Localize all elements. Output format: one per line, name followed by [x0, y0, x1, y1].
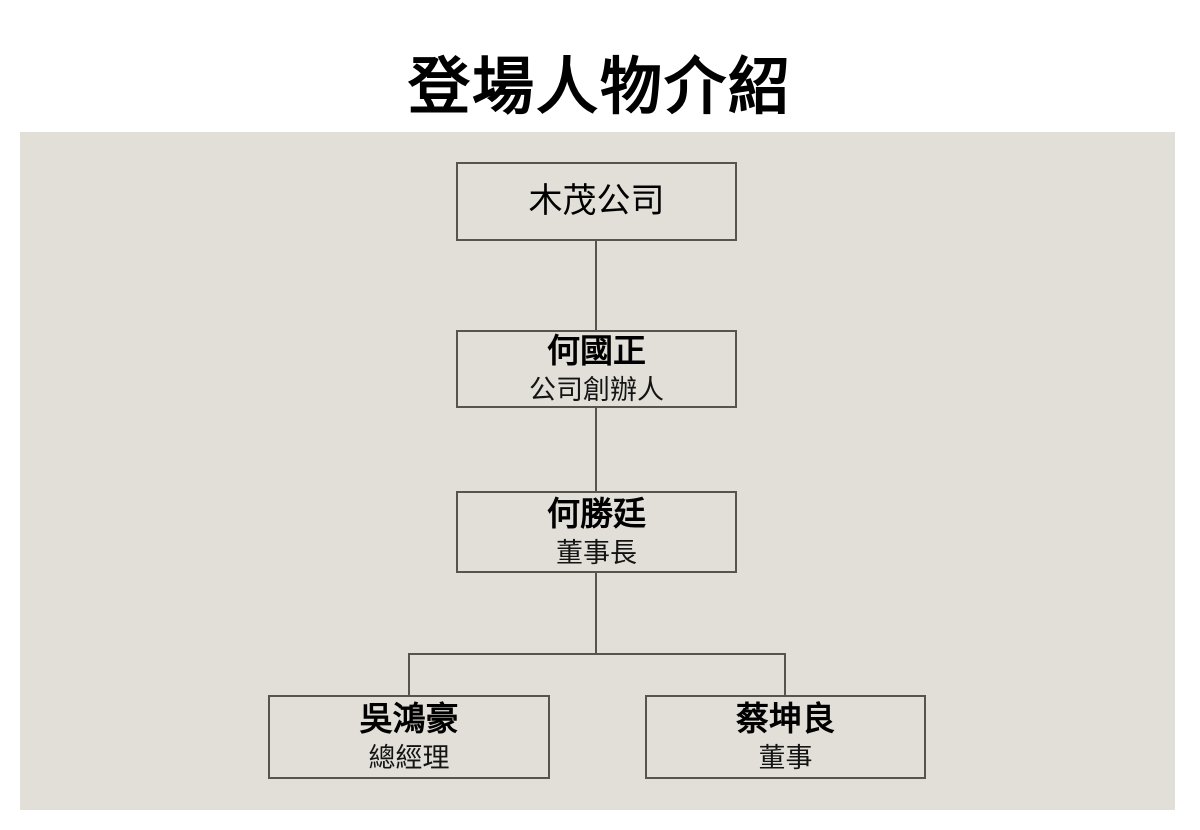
connector-rail-director [784, 653, 786, 697]
org-node-gm-role: 總經理 [368, 742, 450, 773]
connector-company-founder [595, 239, 597, 332]
connector-chairman-stem [595, 571, 597, 655]
org-chart-panel: 木茂公司 何國正 公司創辦人 何勝廷 董事長 吳鴻豪 總經理 蔡坤良 董事 [20, 132, 1175, 810]
org-node-chairman-role: 董事長 [556, 537, 637, 568]
org-node-founder-role: 公司創辦人 [529, 374, 664, 405]
org-node-gm-name: 吳鴻豪 [359, 700, 459, 737]
org-node-company-name: 木茂公司 [528, 181, 665, 220]
org-node-company: 木茂公司 [456, 162, 737, 241]
org-node-director: 蔡坤良 董事 [645, 695, 926, 779]
page-title: 登場人物介紹 [407, 53, 792, 122]
org-node-founder: 何國正 公司創辦人 [456, 330, 737, 408]
org-node-founder-name: 何國正 [547, 332, 646, 369]
org-node-director-role: 董事 [758, 742, 813, 773]
org-node-gm: 吳鴻豪 總經理 [268, 695, 550, 779]
org-node-chairman: 何勝廷 董事長 [456, 491, 737, 573]
connector-branch-rail [408, 653, 786, 655]
connector-founder-chairman [595, 406, 597, 493]
org-node-director-name: 蔡坤良 [736, 700, 835, 737]
org-node-chairman-name: 何勝廷 [547, 495, 646, 532]
connector-rail-gm [408, 653, 410, 697]
